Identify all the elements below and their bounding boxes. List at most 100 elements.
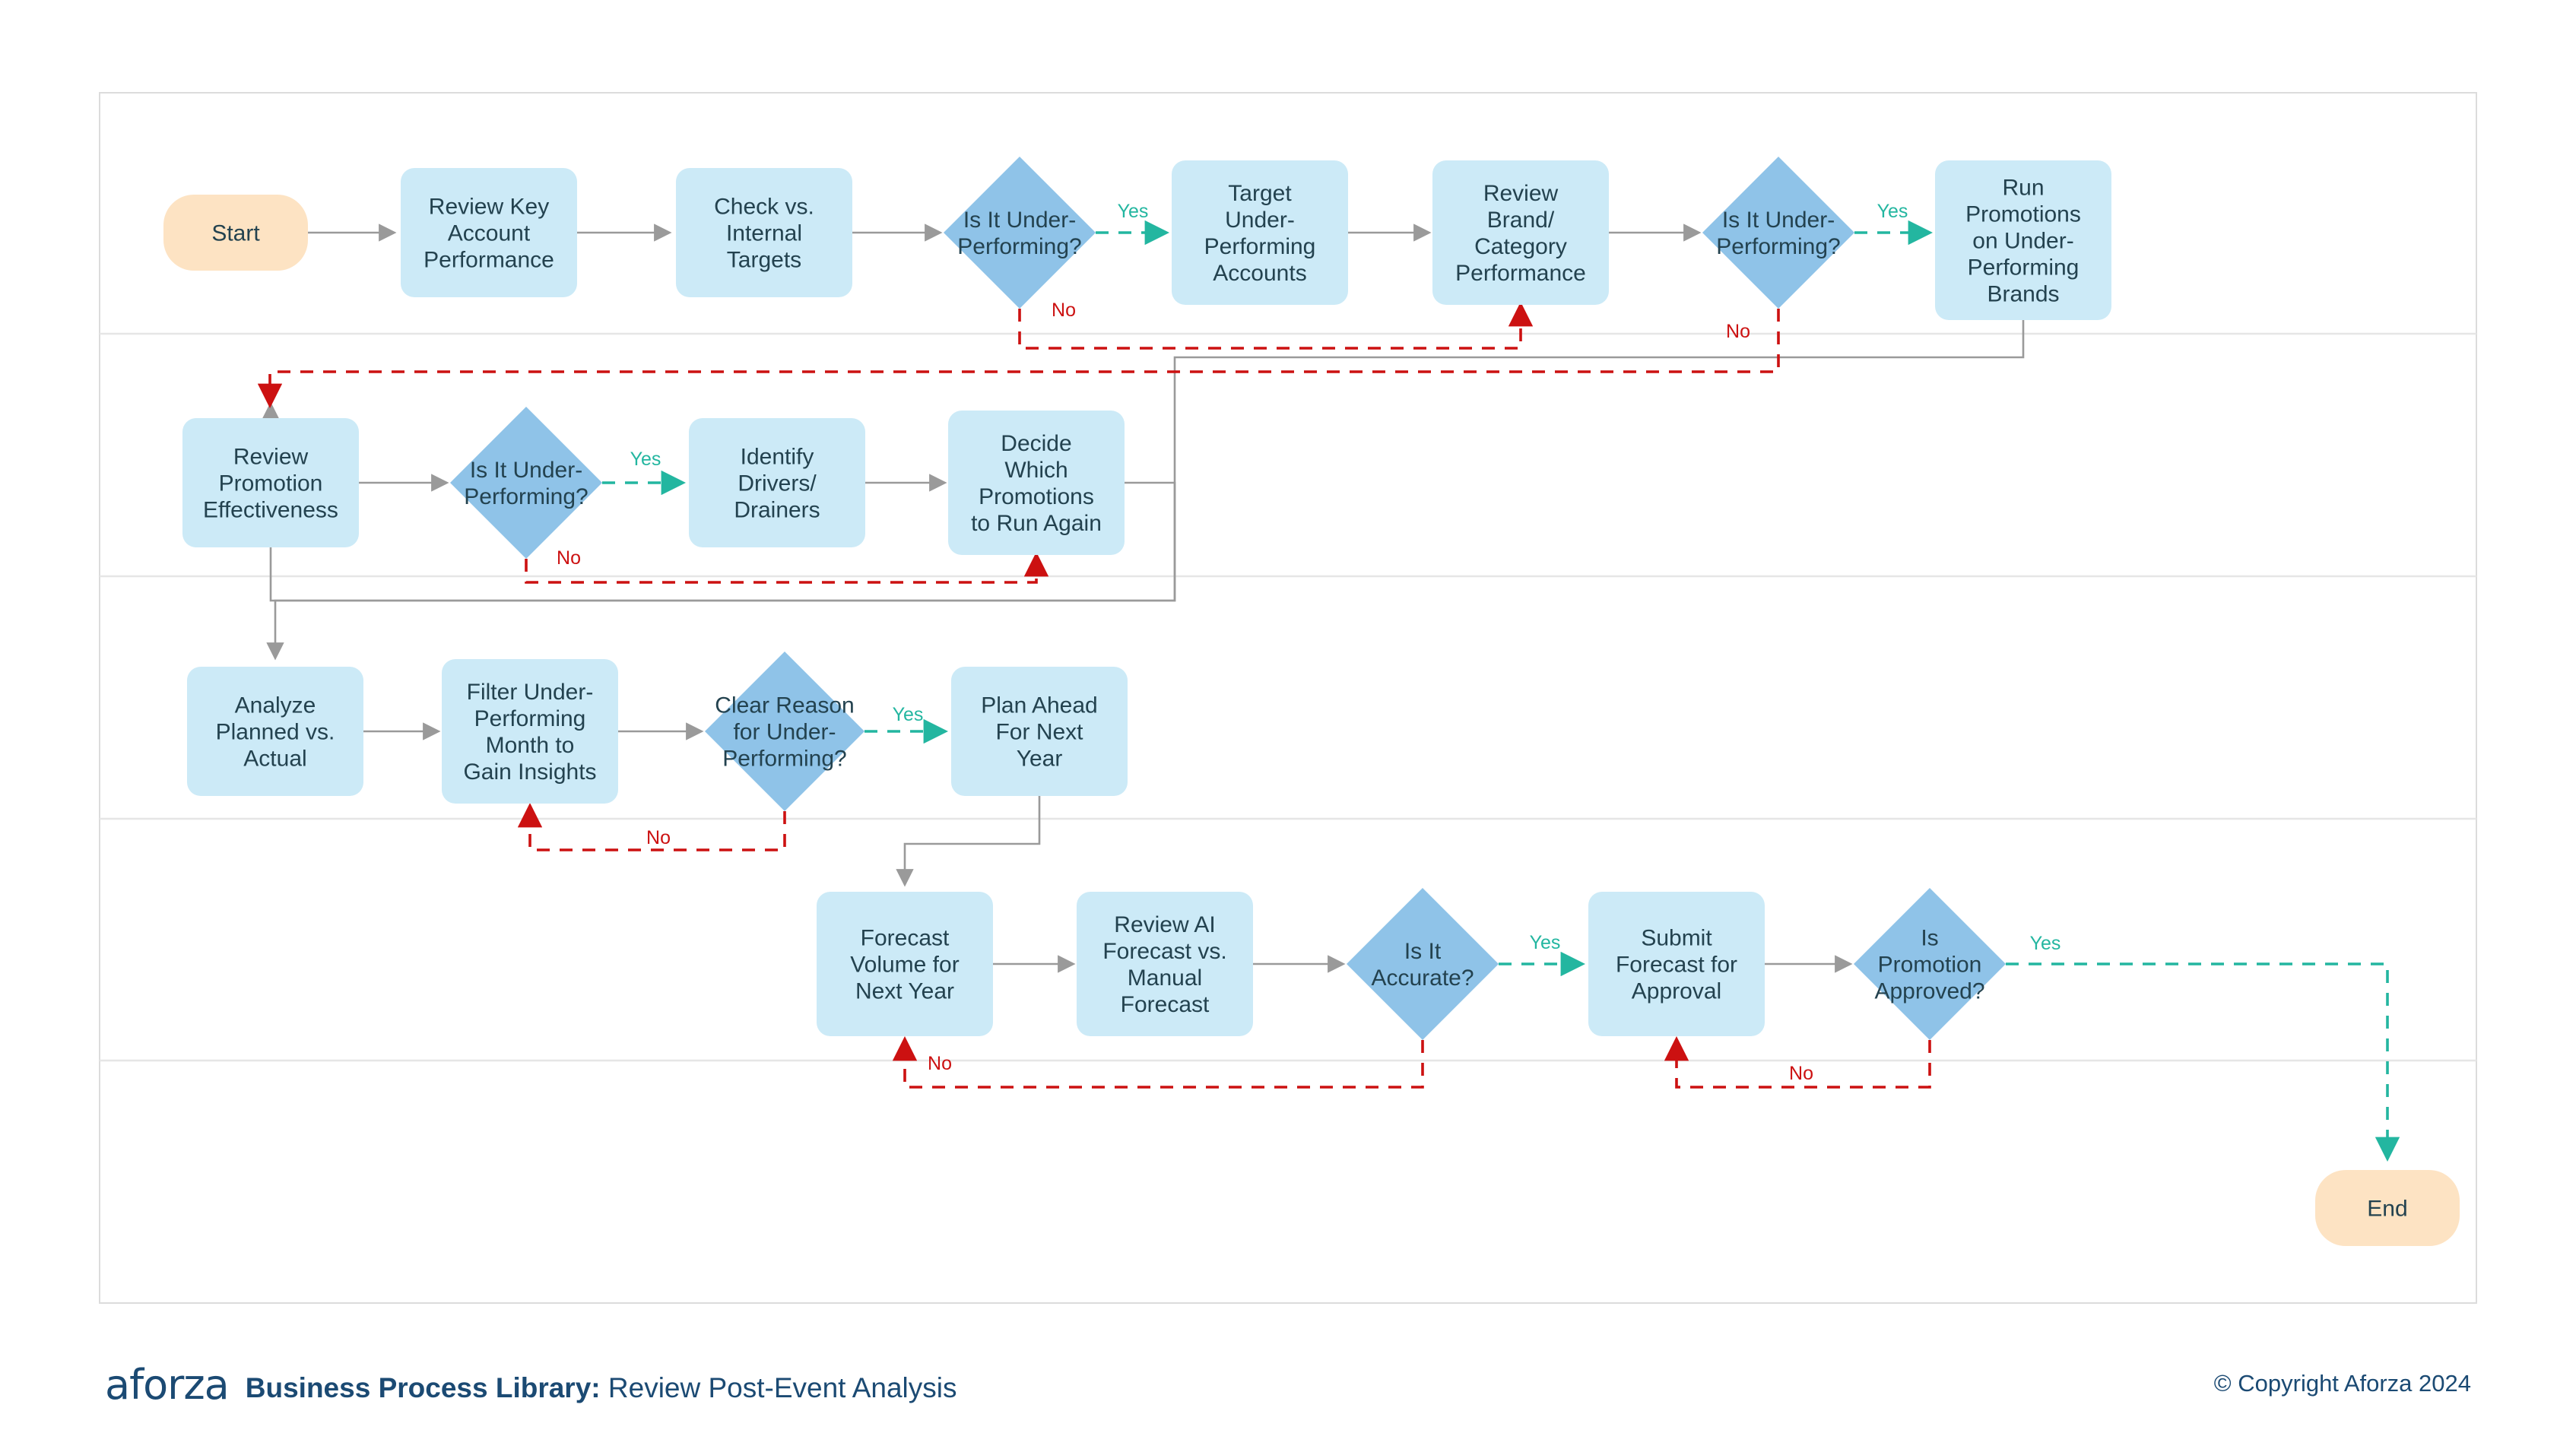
node-end[interactable]: End xyxy=(2315,1170,2460,1246)
connectors-no xyxy=(257,302,1931,1089)
edge-label-no-10: No xyxy=(1789,1063,1813,1084)
edge-planahead-to-forecast xyxy=(896,796,1041,887)
edge-decide-to-analyze xyxy=(266,481,1176,661)
node-shape-process xyxy=(1588,892,1765,1036)
node-shape-decision xyxy=(944,157,1096,309)
edge-no-clearreason-to-filter xyxy=(517,803,786,851)
edge-label-yes-4: Yes xyxy=(630,449,661,470)
node-dec-underperf-1[interactable]: Is It Under-Performing? xyxy=(944,157,1096,309)
node-shape-process xyxy=(951,667,1128,796)
node-shape-decision xyxy=(1702,157,1854,309)
footer-title-strong: Business Process Library: xyxy=(245,1372,601,1403)
node-shape-terminator xyxy=(163,195,308,271)
node-start[interactable]: Start xyxy=(163,195,308,271)
footer-left: aforza Business Process Library: Review … xyxy=(105,1361,2214,1409)
edge-label-no-3: No xyxy=(1726,321,1750,342)
node-shape-process xyxy=(442,659,618,804)
node-label-dec-underperf-2: Is It Under-Performing? xyxy=(1716,208,1840,259)
node-shape-terminator xyxy=(2315,1170,2460,1246)
node-shape-process xyxy=(187,667,363,796)
node-label-dec-underperf-3: Is It Under-Performing? xyxy=(464,458,588,509)
edge-label-no-1: No xyxy=(1052,300,1076,321)
node-shape-decision xyxy=(1347,888,1499,1040)
edge-yes-approved-to-end xyxy=(2006,962,2400,1162)
edge-label-yes-6: Yes xyxy=(893,704,924,725)
edge-label-yes-8: Yes xyxy=(1530,932,1561,953)
edge-label-no-9: No xyxy=(928,1053,952,1074)
copyright-notice: © Copyright Aforza 2024 xyxy=(2213,1370,2471,1397)
node-label-end: End xyxy=(2367,1197,2407,1222)
edge-no-accurate-to-forecast xyxy=(892,1036,1424,1089)
edge-label-no-5: No xyxy=(557,547,581,569)
aforza-logo: aforza xyxy=(105,1361,230,1409)
node-shape-process xyxy=(948,411,1125,555)
node-shape-process xyxy=(817,892,993,1036)
node-shape-process xyxy=(401,168,577,297)
edge-label-yes-2: Yes xyxy=(1877,201,1908,222)
footer: aforza Business Process Library: Review … xyxy=(0,1338,2576,1429)
node-dec-underperf-2[interactable]: Is It Under-Performing? xyxy=(1702,157,1854,309)
node-shape-process xyxy=(1077,892,1253,1036)
connectors-yes xyxy=(602,220,2400,1162)
footer-title-rest: Review Post-Event Analysis xyxy=(608,1372,957,1403)
node-dec-underperf-3[interactable]: Is It Under-Performing? xyxy=(450,407,602,559)
edge-label-yes-11: Yes xyxy=(2030,933,2061,954)
edge-label-yes-0: Yes xyxy=(1118,201,1149,222)
edge-no-dec2-to-reviewpromo xyxy=(257,309,1780,408)
edge-no-dec3-to-decide xyxy=(525,552,1049,584)
node-shape-process xyxy=(689,418,865,547)
lane-dividers xyxy=(100,332,2476,1062)
node-shape-process xyxy=(1172,160,1348,305)
node-label-start: Start xyxy=(211,221,260,246)
node-shape-process xyxy=(676,168,852,297)
edge-label-no-7: No xyxy=(646,827,671,848)
node-shape-process xyxy=(182,418,359,547)
edge-runpromos-to-reviewpromo xyxy=(262,320,2025,602)
node-shape-decision xyxy=(450,407,602,559)
edge-no-approved-to-submit xyxy=(1664,1036,1931,1089)
node-shape-decision xyxy=(705,652,864,811)
footer-title: Business Process Library: Review Post-Ev… xyxy=(246,1372,957,1404)
node-shape-decision xyxy=(1854,888,2006,1040)
edge-no-dec1-to-reviewbrand xyxy=(1018,302,1534,350)
node-label-dec-underperf-1: Is It Under-Performing? xyxy=(957,208,1081,259)
node-shape-process xyxy=(1432,160,1609,305)
